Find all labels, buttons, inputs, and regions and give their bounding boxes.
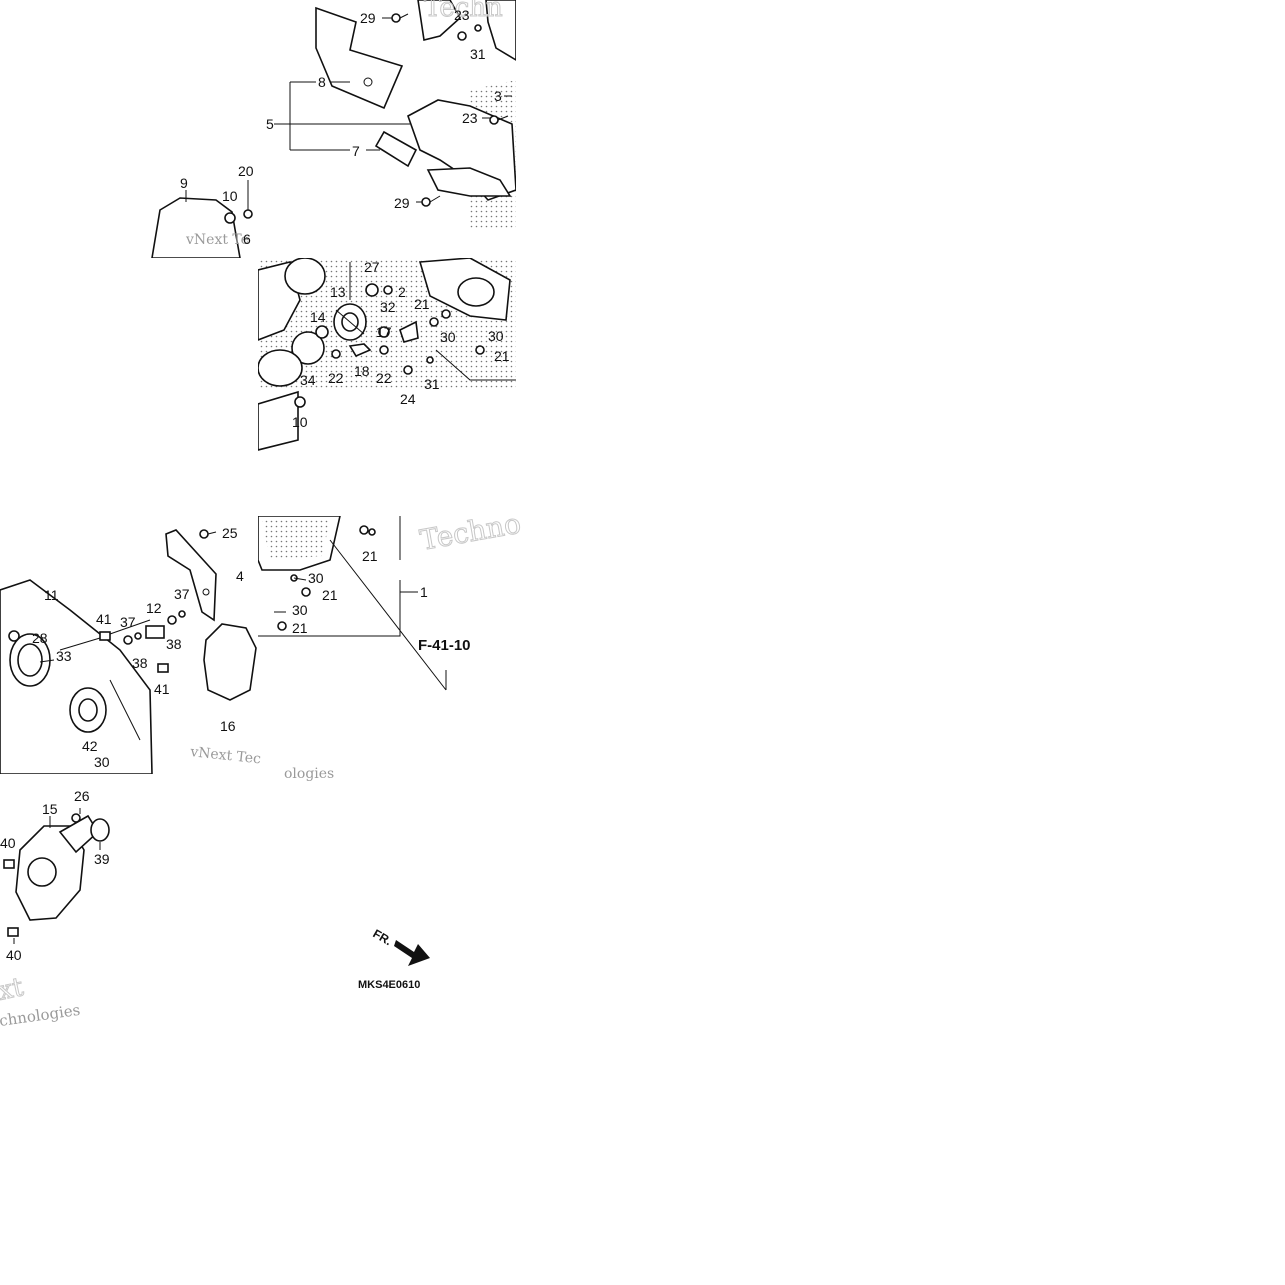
callout-labels: 29 23 31 3 8 5 23 7 29 9 10 20 6 27 2 13… (0, 7, 510, 991)
callout-number: 41 (96, 611, 112, 627)
watermark-text: Techn (424, 0, 503, 23)
callout-number: 31 (470, 46, 486, 62)
callout-number: 10 (292, 414, 308, 430)
o-ring-part-39 (90, 818, 110, 842)
callout-number: 17 (376, 324, 392, 340)
callout-number: 37 (120, 614, 136, 630)
watermark-text: ologies (284, 766, 334, 782)
callout-number: 10 (222, 188, 238, 204)
callout-number: 38 (132, 655, 148, 671)
front-marker-label: FR. (371, 926, 395, 948)
callout-number: 27 (364, 259, 380, 275)
callout-number: 15 (42, 801, 58, 817)
right-cover-assembly (258, 516, 447, 691)
callout-number: 30 (292, 602, 308, 618)
water-pump-assembly (3, 808, 110, 944)
emblem-part-7 (374, 130, 418, 168)
cover-part-11 (0, 579, 153, 774)
callout-number: 21 (362, 548, 378, 564)
top-cover-assembly (274, 0, 516, 230)
watermark-text: chnologies (0, 1001, 81, 1030)
callout-number: 21 (322, 587, 338, 603)
callout-number: 30 (440, 329, 456, 345)
figure-reference: F-41-10 (418, 637, 471, 654)
callout-number: 28 (32, 630, 48, 646)
callout-number: 30 (308, 570, 324, 586)
front-direction-arrow-icon (394, 940, 430, 966)
callout-number: 20 (238, 163, 254, 179)
watermark-text: xt (0, 972, 27, 1007)
callout-number: 6 (243, 231, 251, 247)
callout-number: 33 (56, 648, 72, 664)
callout-number: 21 (414, 296, 430, 312)
callout-number: 40 (6, 947, 22, 963)
callout-number: 25 (222, 525, 238, 541)
callout-number: 1 (420, 584, 428, 600)
callout-number: 8 (318, 74, 326, 90)
callout-number: 37 (174, 586, 190, 602)
callout-number: 39 (94, 851, 110, 867)
callout-number: 5 (266, 116, 274, 132)
callout-number: 21 (292, 620, 308, 636)
callout-number: 13 (330, 284, 346, 300)
callout-number: 11 (44, 587, 59, 603)
callout-number: 38 (166, 636, 182, 652)
callout-number: 23 (462, 110, 478, 126)
callout-number: 23 (454, 7, 470, 23)
callout-number: 9 (180, 175, 188, 191)
o-ring-part-34 (291, 331, 325, 365)
diagram-code: MKS4E0610 (358, 979, 420, 991)
callout-number: 26 (74, 788, 90, 804)
watermark-text: vNext Tec (189, 744, 262, 767)
callout-number: 7 (352, 143, 360, 159)
callout-number: 42 (82, 738, 98, 754)
cover-part-9 (151, 197, 241, 258)
dowel-icon (99, 529, 217, 673)
callout-number: 30 (488, 328, 504, 344)
callout-number: 41 (154, 681, 170, 697)
callout-number: 12 (146, 600, 162, 616)
oil-filter-part-13 (333, 303, 367, 341)
callout-number: 4 (236, 568, 244, 584)
bolt-icon (391, 13, 509, 207)
callout-number: 22 (328, 370, 344, 386)
callout-number: 14 (310, 309, 326, 325)
bracket-part-4 (165, 529, 217, 622)
watermark-text: Techno (417, 507, 523, 557)
callout-number: 2 (398, 284, 406, 300)
callout-number: 31 (424, 376, 440, 392)
watermark-text: vNext Te (185, 232, 249, 248)
callout-number: 30 (94, 754, 110, 770)
crankcase-cover-assembly (0, 529, 257, 774)
callout-number: 32 (380, 299, 396, 315)
callout-number: 24 (400, 391, 416, 407)
callout-number: 3 (494, 88, 502, 104)
callout-number: 29 (394, 195, 410, 211)
gasket-part-16 (203, 623, 257, 701)
callout-number: 22 (376, 370, 392, 386)
side-cover-assembly (151, 180, 253, 258)
callout-number: 16 (220, 718, 236, 734)
oil-filter-assembly (258, 258, 516, 451)
callout-number: 21 (494, 348, 510, 364)
callout-number: 34 (300, 372, 316, 388)
callout-number: 18 (354, 363, 370, 379)
callout-number: 40 (0, 835, 16, 851)
callout-number: 29 (360, 10, 376, 26)
plate-part-8 (315, 6, 404, 110)
